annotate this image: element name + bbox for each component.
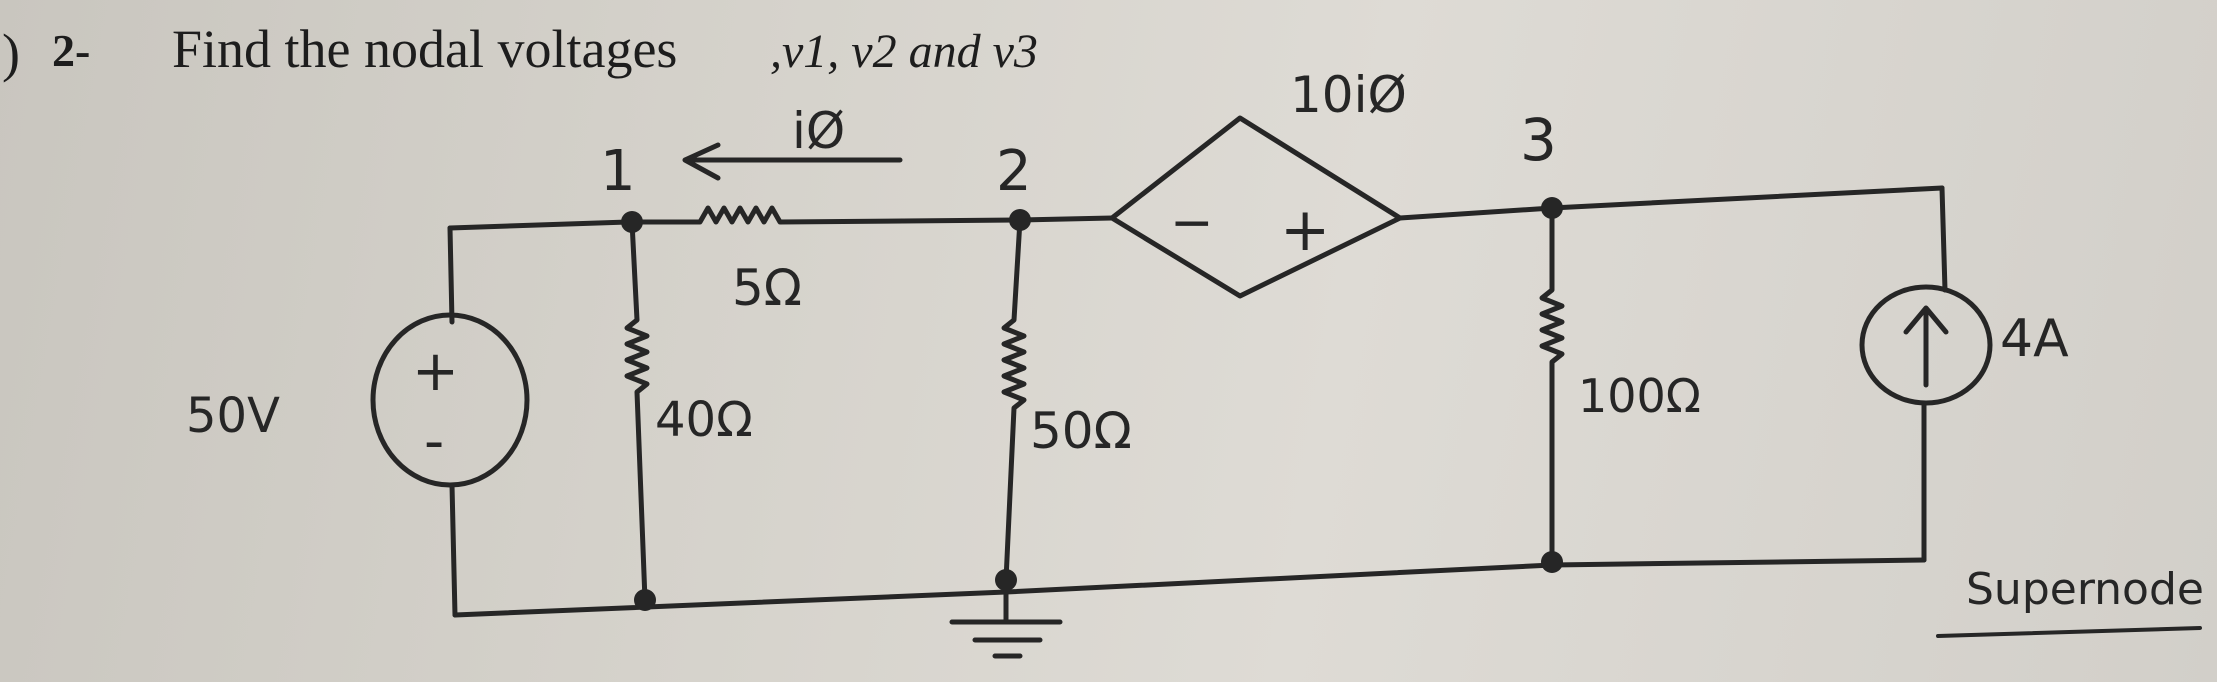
current-label: iØ <box>792 102 845 160</box>
problem-paren: ) <box>2 23 20 83</box>
node-label-3: 3 <box>1520 106 1557 174</box>
problem-number: 2- <box>52 25 91 76</box>
wire-dep-to-node3 <box>1397 205 1555 221</box>
node-dot-bottom-3 <box>1541 551 1563 573</box>
label-dependent-source: 10iØ <box>1290 66 1407 124</box>
label-resistor-5: 5Ω <box>732 259 802 317</box>
problem-text: Find the nodal voltages <box>172 19 678 79</box>
resistor-5-ohm <box>625 205 1023 225</box>
problem-variables: ,v1, v2 and v3 <box>770 25 1038 78</box>
resistor-50-ohm <box>1001 217 1027 583</box>
wire-bottom <box>452 557 1927 618</box>
resistor-40-ohm <box>624 219 650 603</box>
wire-node2-to-dep <box>1017 215 1115 223</box>
label-resistor-40: 40Ω <box>655 392 753 448</box>
node-dot-2 <box>1009 209 1031 231</box>
wire-right-top <box>1939 185 1948 293</box>
resistor-100-ohm <box>1539 205 1565 563</box>
wire-node3-to-right <box>1549 185 1945 211</box>
label-current-source: 4A <box>2000 309 2069 369</box>
current-arrow <box>682 142 903 181</box>
label-voltage-source: 50V <box>186 388 280 444</box>
vs-plus: + <box>412 339 459 404</box>
vs-minus: - <box>424 409 444 474</box>
voltage-source-circle <box>370 312 530 488</box>
node-label-1: 1 <box>600 139 636 204</box>
node-dot-bottom-1 <box>634 589 656 611</box>
dep-plus: + <box>1280 195 1330 265</box>
wire-vs-bottom <box>449 482 458 618</box>
dependent-source-diamond <box>1109 115 1403 299</box>
node-dot-1 <box>621 211 643 233</box>
node-label-2: 2 <box>996 139 1032 204</box>
problem-statement: ) 2- Find the nodal voltages ,v1, v2 and… <box>0 6 1200 116</box>
wire-vs-top <box>447 225 455 325</box>
supernode-underline <box>1936 626 2202 638</box>
node-dot-3 <box>1541 197 1563 219</box>
label-resistor-50: 50Ω <box>1030 402 1132 460</box>
supernode-label: Supernode <box>1966 564 2204 615</box>
label-resistor-100: 100Ω <box>1578 369 1701 423</box>
current-source-arrow <box>1903 305 1949 388</box>
dep-minus: − <box>1170 193 1214 253</box>
wire-top-left <box>447 219 631 231</box>
node-dot-bottom-2 <box>995 569 1017 591</box>
ground-symbol <box>949 589 1063 659</box>
current-source-circle <box>1859 284 1993 406</box>
